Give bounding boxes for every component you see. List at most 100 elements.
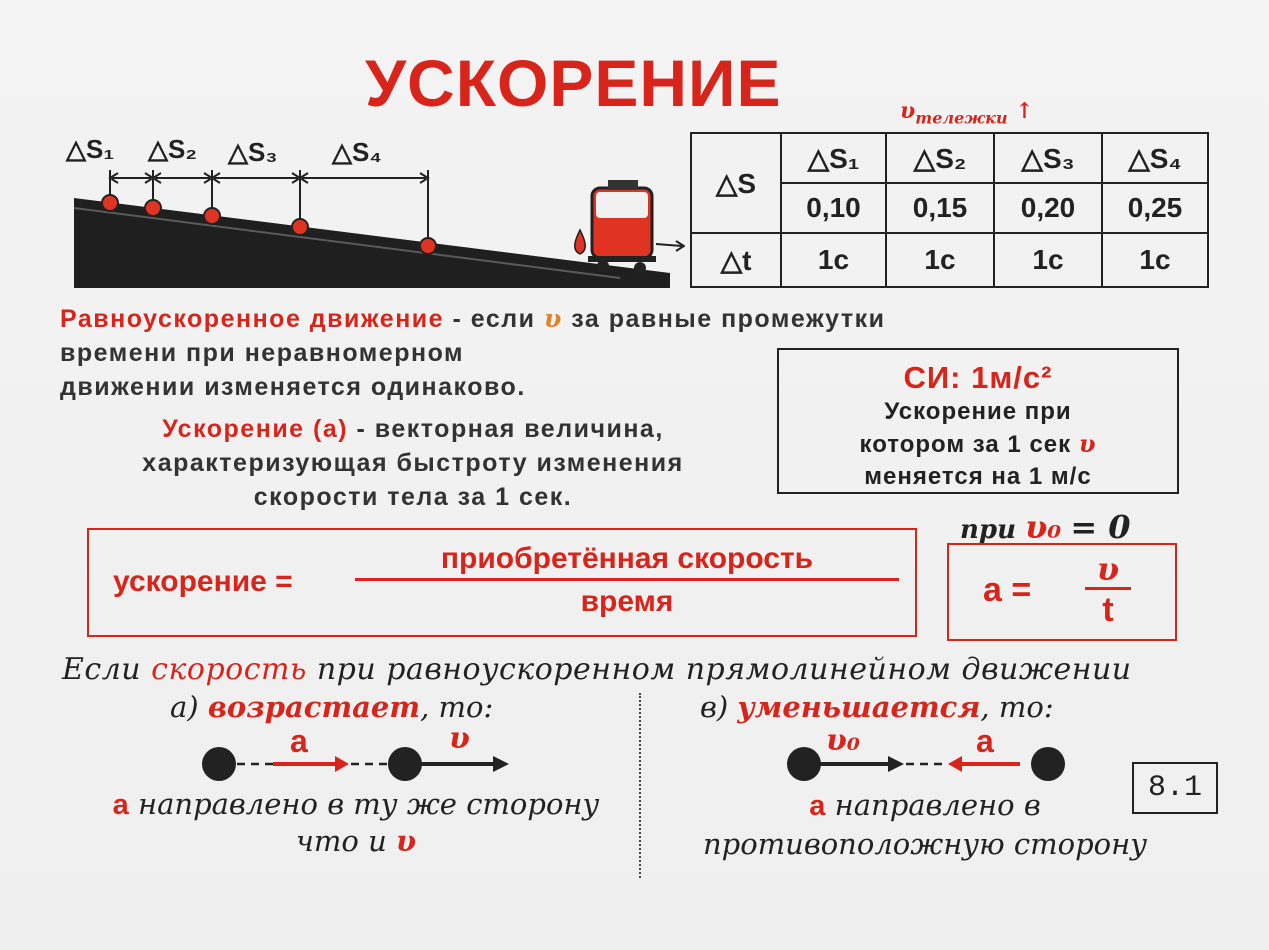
text: , то: xyxy=(980,690,1054,724)
body-dot-start xyxy=(787,747,821,781)
case-a-heading: а) возрастает, то: xyxy=(170,690,493,724)
speed-word: скорость xyxy=(151,652,307,687)
incline-texture xyxy=(73,207,621,279)
delta-s1-label: △S₁ xyxy=(65,134,114,164)
a-formula-lhs: a = xyxy=(983,571,1032,609)
text: направлено в ту же сторону xyxy=(128,787,600,821)
text: а) xyxy=(170,690,208,724)
a-formula-denominator: t xyxy=(1102,591,1114,629)
case-b-vector-diagram: υ₀ a xyxy=(787,723,1065,781)
case-b-heading: в) уменьшается, то: xyxy=(700,690,1054,724)
delta-s-header: △S xyxy=(690,132,782,234)
text: что и xyxy=(295,824,396,858)
page-number: 8.1 xyxy=(1132,762,1218,814)
table-cell: 0,25 xyxy=(1101,182,1209,234)
text: = 0 xyxy=(1070,508,1131,546)
v-symbol: υ xyxy=(1078,429,1097,458)
section-divider xyxy=(639,693,641,878)
text: за равные промежутки xyxy=(562,305,886,333)
si-line: Ускорение при xyxy=(884,398,1072,425)
v-label: υ xyxy=(449,721,470,756)
text: при равноускоренном прямолинейном движен… xyxy=(306,652,1132,687)
definition-uniform-acceleration: Равноускоренное движение - если υ за рав… xyxy=(60,302,1200,404)
formula-denominator: время xyxy=(580,585,674,618)
drop-markers xyxy=(101,194,437,255)
table-cell: 1c xyxy=(780,232,887,288)
text: - если xyxy=(444,305,544,333)
note-line: что и υ xyxy=(76,823,636,859)
a-formula-fraction: υ t xyxy=(1085,551,1131,630)
col-header: △S₁ xyxy=(780,132,887,184)
case-a-note: a направлено в ту же сторону что и υ xyxy=(76,786,636,859)
cart-velocity-label: υтележки ↑ xyxy=(900,98,1034,127)
note-line: a направлено в ту же сторону xyxy=(76,786,636,823)
text: Если xyxy=(62,652,152,687)
text: котором за 1 сек xyxy=(859,431,1072,458)
table-cell: 0,20 xyxy=(993,182,1103,234)
v-symbol: υ xyxy=(543,304,563,333)
definition-acceleration: Ускорение (а) - векторная величина, хара… xyxy=(58,412,768,514)
text: - векторная величина, xyxy=(348,415,664,443)
formula-fraction: приобретённая скорость время xyxy=(355,542,899,619)
term: Ускорение (а) xyxy=(162,415,349,443)
si-line: котором за 1 сек υ xyxy=(779,428,1177,461)
definition-line: Ускорение (а) - векторная величина, xyxy=(58,412,768,446)
body-dot-end xyxy=(1031,747,1065,781)
delta-s2-label: △S₂ xyxy=(147,134,197,164)
a-symbol: a xyxy=(112,789,129,821)
page-title: УСКОРЕНИЕ xyxy=(365,46,782,120)
si-description: Ускорение при котором за 1 сек υ меняетс… xyxy=(779,396,1177,493)
formula-numerator: приобретённая скорость xyxy=(355,542,899,581)
definition-line: скорости тела за 1 сек. xyxy=(253,483,573,511)
v-symbol: υ xyxy=(900,98,916,124)
delta-t-header: △t xyxy=(690,232,782,288)
a-formula-numerator: υ xyxy=(1085,551,1131,590)
si-line: меняется на 1 м/с xyxy=(864,463,1092,490)
note-line: a направлено в xyxy=(660,786,1190,825)
text: в) xyxy=(700,690,738,724)
definition-line: движении изменяется одинаково. xyxy=(60,373,526,401)
text: направлено в xyxy=(825,788,1041,822)
case-b-note: a направлено в противоположную сторону xyxy=(660,786,1190,863)
case-a-vector-diagram: a υ xyxy=(202,721,509,781)
up-arrow-icon: ↑ xyxy=(1015,98,1034,124)
measurement-table: △S △S₁ △S₂ △S₃ △S₄ 0,10 0,15 0,20 0,25 △… xyxy=(690,132,1209,288)
v0-symbol: υ₀ xyxy=(1025,508,1062,546)
formula-condition: при υ₀ = 0 xyxy=(960,508,1131,546)
formula-lhs: ускорение = xyxy=(113,565,293,598)
delta-s3-label: △S₃ xyxy=(227,137,277,167)
definition-line: времени при неравномерном xyxy=(60,339,465,367)
col-header: △S₄ xyxy=(1101,132,1209,184)
table-cell: 1c xyxy=(1101,232,1209,288)
col-header: △S₃ xyxy=(993,132,1103,184)
definition-line: характеризующая быстроту изменения xyxy=(142,449,684,477)
a-label: a xyxy=(290,723,308,759)
si-unit-box: СИ: 1м/с² Ускорение при котором за 1 сек… xyxy=(777,348,1179,494)
delta-s4-label: △S₄ xyxy=(331,137,382,167)
v0-label: υ₀ xyxy=(826,723,860,758)
bottom-intro: Если скорость при равноускоренном прямол… xyxy=(62,652,1192,687)
text: , то: xyxy=(420,690,494,724)
increases-word: возрастает xyxy=(207,690,421,724)
a-label: a xyxy=(976,723,994,759)
decreases-word: уменьшается xyxy=(737,690,981,724)
v-subscript: тележки xyxy=(915,108,1008,128)
v-symbol: υ xyxy=(396,824,417,858)
text: при xyxy=(960,515,1016,545)
incline-diagram: △S₁ △S₂ △S₃ △S₄ xyxy=(65,134,685,288)
col-header: △S₂ xyxy=(885,132,995,184)
term: Равноускоренное движение xyxy=(60,305,445,333)
a-symbol: a xyxy=(809,790,826,822)
table-cell: 0,10 xyxy=(780,182,887,234)
definition-line: Равноускоренное движение - если υ за рав… xyxy=(60,302,1200,336)
interval-markers xyxy=(108,170,430,246)
table-cell: 1c xyxy=(993,232,1103,288)
body-dot-end xyxy=(388,747,422,781)
note-line: противоположную сторону xyxy=(702,827,1148,861)
cart-icon xyxy=(574,180,685,274)
table-cell: 1c xyxy=(885,232,995,288)
a-formula-box: a = υ t xyxy=(947,543,1177,641)
body-dot-start xyxy=(202,747,236,781)
acceleration-formula-box: ускорение = приобретённая скорость время xyxy=(87,528,917,637)
